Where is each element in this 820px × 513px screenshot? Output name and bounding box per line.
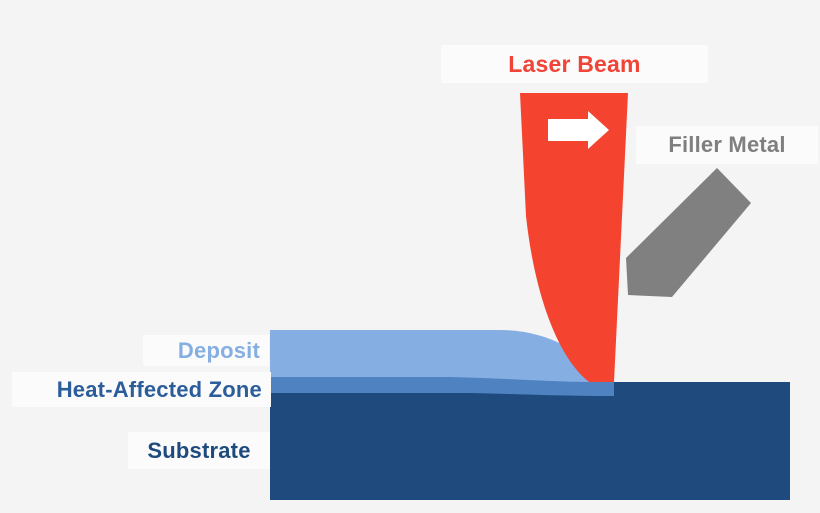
filler-metal-rod [626, 168, 751, 297]
heat-affected-zone-band [270, 376, 614, 396]
label-laser-beam-text: Laser Beam [508, 50, 641, 77]
label-substrate-text: Substrate [147, 437, 251, 463]
label-heat-affected-zone-text: Heat-Affected Zone [56, 376, 262, 402]
label-deposit: Deposit [143, 335, 269, 366]
label-filler-metal: Filler Metal [636, 126, 818, 164]
deposit-layer [270, 330, 614, 382]
right-arrow-icon [548, 111, 609, 149]
label-deposit-text: Deposit [177, 337, 260, 363]
label-substrate: Substrate [128, 432, 270, 469]
substrate-block [270, 382, 790, 500]
laser-beam-cone [520, 93, 628, 382]
label-filler-metal-text: Filler Metal [668, 132, 786, 157]
label-laser-beam: Laser Beam [441, 45, 708, 83]
label-heat-affected-zone: Heat-Affected Zone [12, 372, 271, 407]
